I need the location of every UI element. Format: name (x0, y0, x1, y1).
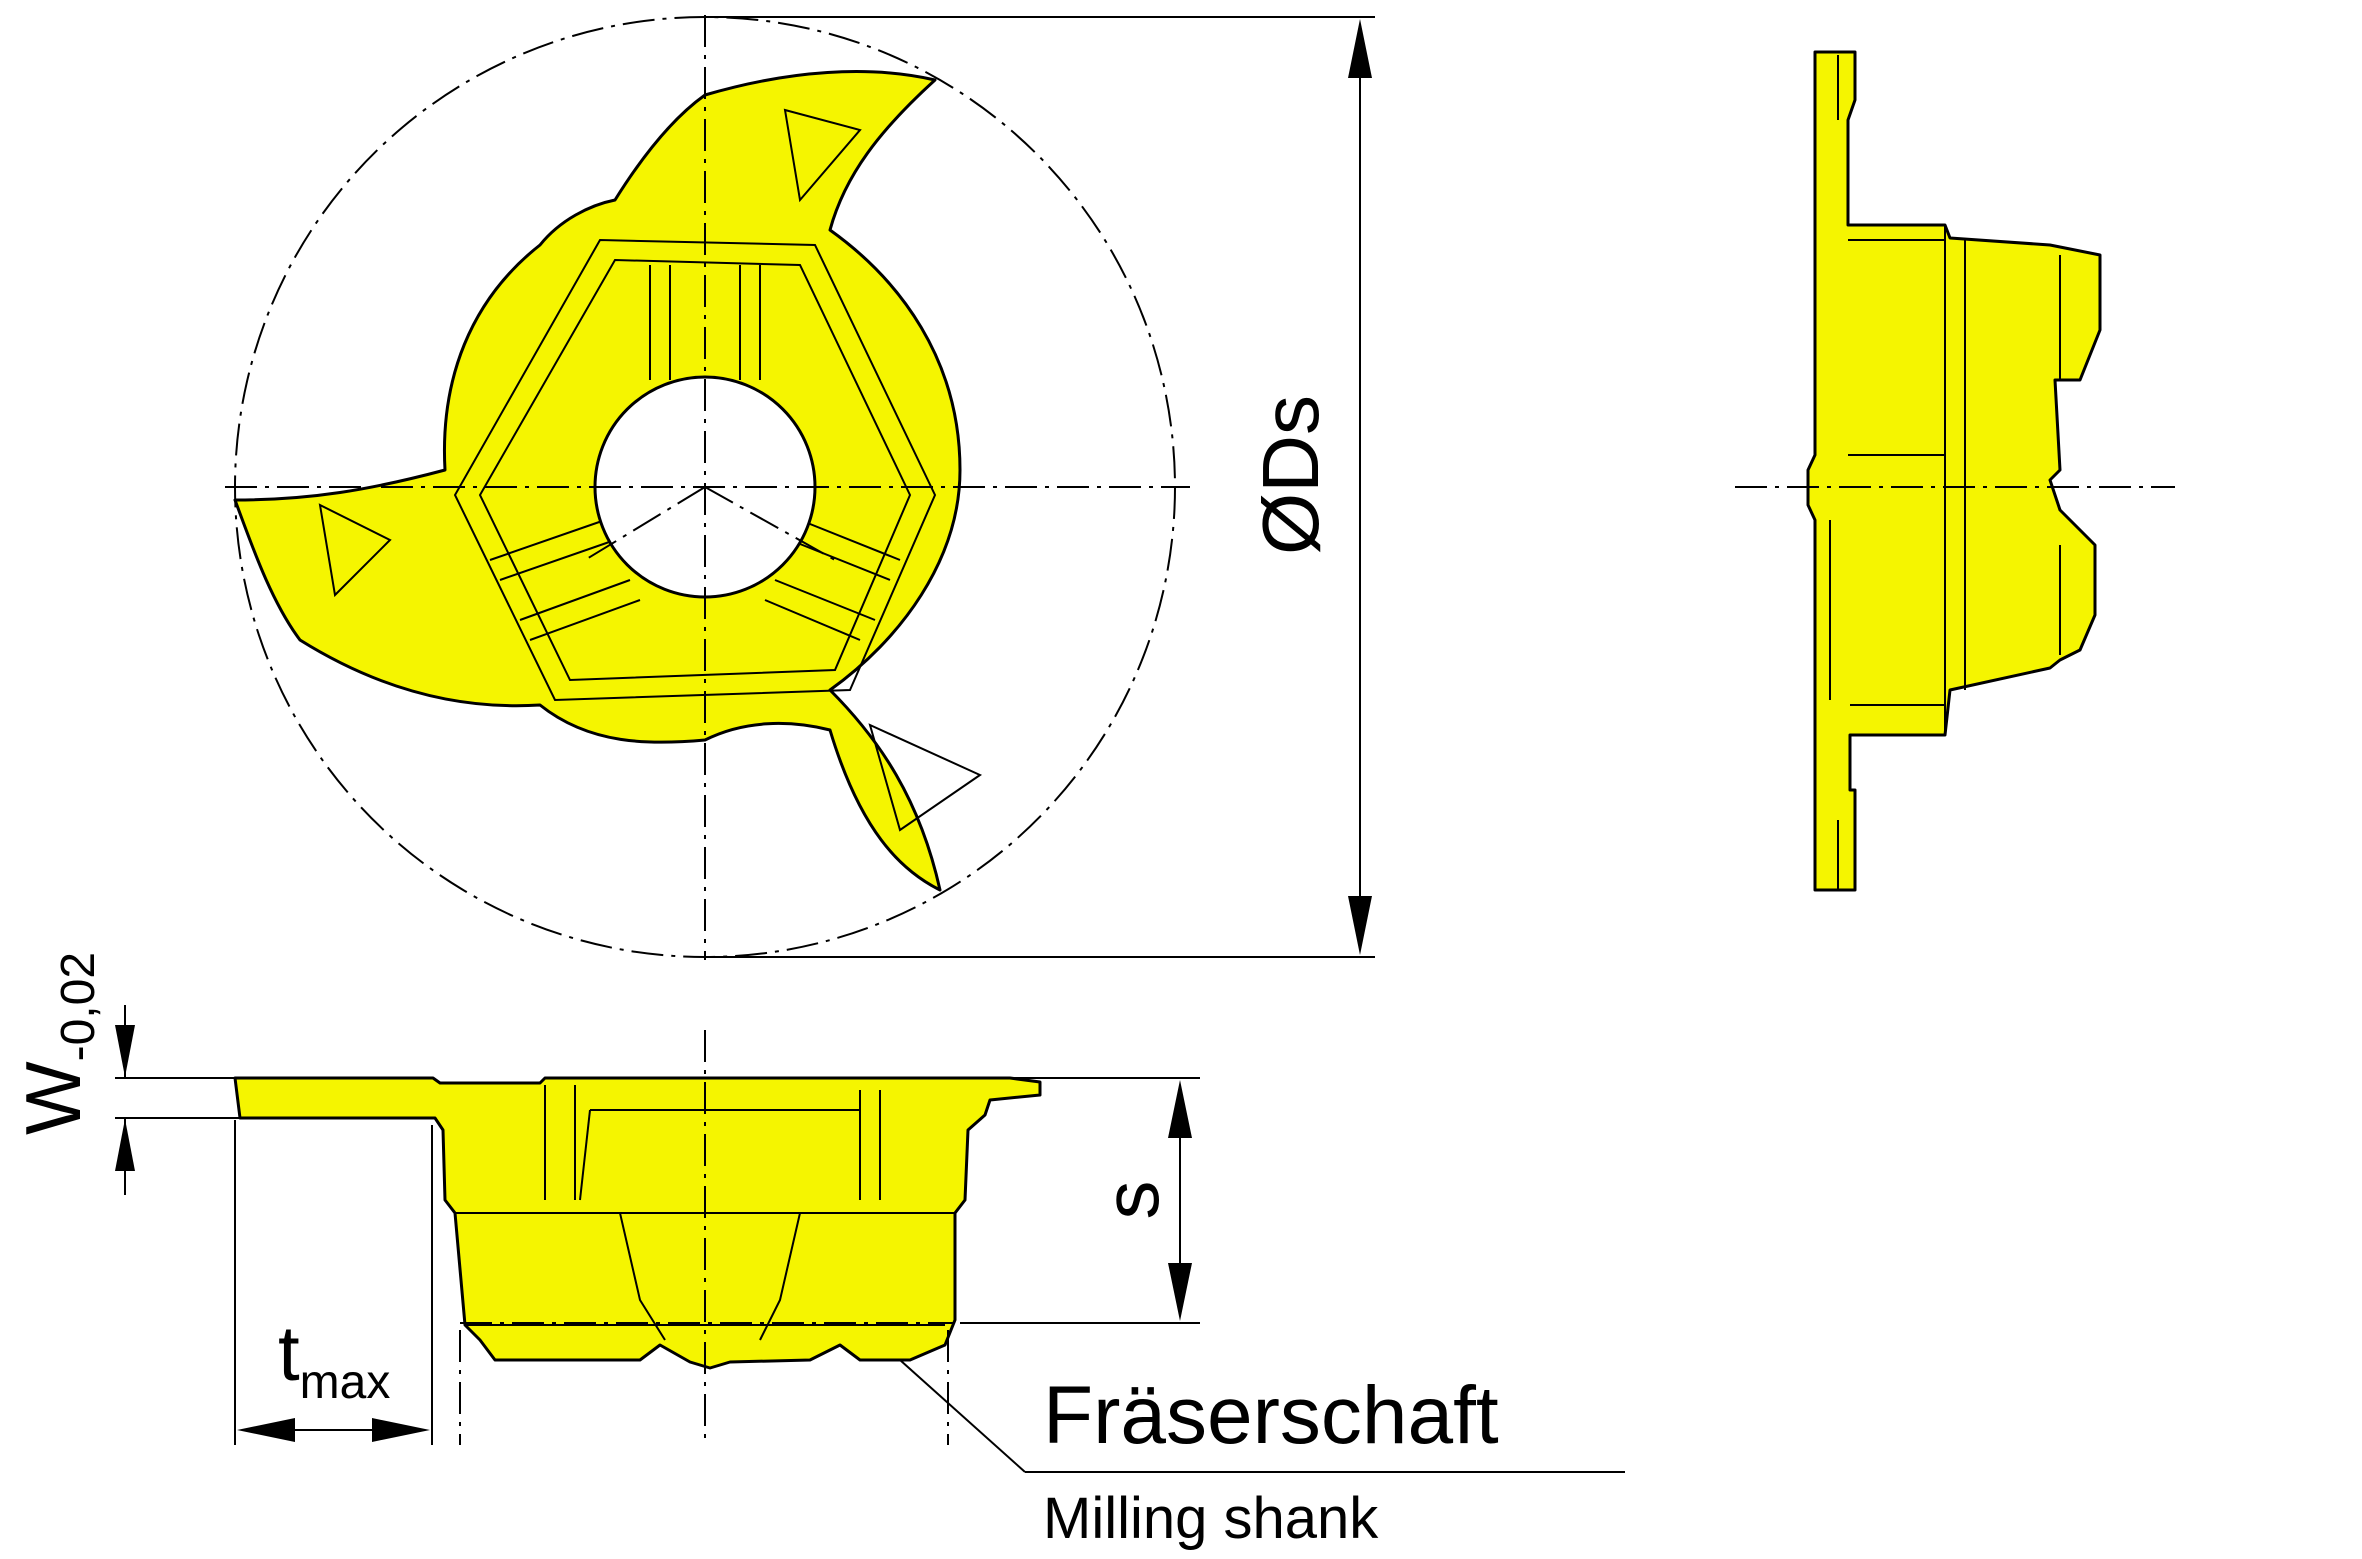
front-centerline-a (584, 486, 706, 561)
shank-label-en: Milling shank (1043, 1486, 1379, 1551)
inner-rim-2 (478, 258, 912, 682)
diameter-dimension: ØDs (705, 16, 1375, 958)
thickness-label: s (1087, 1181, 1175, 1220)
flute-left (318, 503, 392, 598)
insert-plan-body (233, 1076, 1042, 1370)
spokes (489, 265, 901, 641)
tmax-label: tmax (278, 1309, 390, 1409)
width-label: W-0,02 (9, 952, 105, 1135)
flute-top (783, 108, 862, 203)
diameter-label: ØDs (1246, 395, 1335, 555)
width-dimension: W-0,02 (9, 952, 240, 1195)
thickness-dimension: s (960, 1077, 1200, 1324)
plan-view (233, 1030, 1042, 1445)
tmax-dimension: tmax (234, 1120, 433, 1445)
front-view (225, 15, 1190, 960)
insert-side-body (1806, 50, 2102, 892)
front-centerline-b (704, 486, 836, 561)
flute-bottom (868, 723, 983, 832)
side-view (1735, 50, 2175, 892)
shank-callout: Fräserschaft Milling shank (899, 1359, 1625, 1551)
shank-label-de: Fräserschaft (1043, 1370, 1499, 1461)
inner-rim (453, 238, 937, 702)
